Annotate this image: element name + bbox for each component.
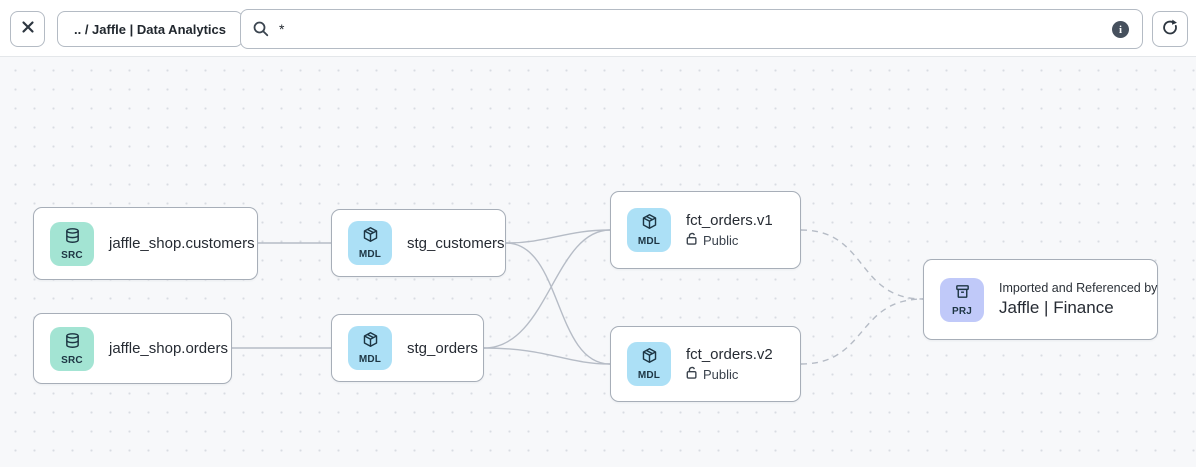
edge-stg_orders-fct_orders_v2 (483, 347, 611, 365)
lock-open-icon (686, 232, 698, 248)
project-badge: PRJ (940, 277, 984, 322)
model-badge: MDL (348, 326, 392, 370)
node-src-customers[interactable]: SRC jaffle_shop.customers (33, 207, 258, 280)
search-input[interactable] (279, 10, 1059, 48)
node-text: fct_orders.v2 Public (686, 346, 773, 382)
source-badge: SRC (50, 221, 94, 266)
database-icon (64, 227, 81, 249)
node-text: fct_orders.v1 Public (686, 212, 773, 248)
badge-label: MDL (637, 370, 661, 381)
edge-fct_orders_v2-project (800, 298, 924, 365)
search-box: i (240, 9, 1143, 49)
badge-label: SRC (61, 354, 83, 366)
archive-icon (954, 283, 971, 305)
close-icon (20, 19, 36, 40)
breadcrumb[interactable]: .. / Jaffle | Data Analytics (57, 11, 243, 47)
model-badge: MDL (348, 221, 392, 265)
node-fct-orders-v2[interactable]: MDL fct_orders.v2 Public (610, 326, 801, 402)
badge-label: PRJ (951, 305, 973, 317)
access-row: Public (686, 366, 773, 382)
badge-label: MDL (358, 354, 382, 365)
breadcrumb-label: .. / Jaffle | Data Analytics (74, 21, 226, 37)
node-label: fct_orders.v2 (686, 346, 773, 363)
node-label: Jaffle | Finance (999, 298, 1114, 317)
access-label: Public (703, 366, 739, 382)
package-icon (641, 347, 658, 369)
node-text: Imported and Referenced by Jaffle | Fina… (999, 281, 1157, 318)
lineage-canvas[interactable]: SRC jaffle_shop.customers SRC jaffle_sho… (0, 57, 1196, 467)
node-project-jaffle-finance[interactable]: PRJ Imported and Referenced by Jaffle | … (923, 259, 1158, 340)
node-stg-customers[interactable]: MDL stg_customers (331, 209, 506, 277)
package-icon (641, 213, 658, 235)
model-badge: MDL (627, 342, 671, 386)
edge-stg_customers-fct_orders_v2 (505, 242, 611, 365)
edge-stg_orders-fct_orders_v1 (483, 229, 611, 349)
package-icon (362, 331, 379, 353)
refresh-icon (1159, 16, 1181, 43)
badge-label: MDL (358, 249, 382, 260)
node-label: jaffle_shop.customers (109, 235, 255, 252)
badge-label: SRC (61, 249, 83, 261)
edge-layer (232, 229, 924, 365)
refresh-button[interactable] (1152, 11, 1188, 47)
node-fct-orders-v1[interactable]: MDL fct_orders.v1 Public (610, 191, 801, 269)
database-icon (64, 332, 81, 354)
access-label: Public (703, 232, 739, 248)
node-stg-orders[interactable]: MDL stg_orders (331, 314, 484, 382)
node-label: stg_customers (407, 234, 505, 252)
node-label: fct_orders.v1 (686, 212, 773, 229)
source-badge: SRC (50, 326, 94, 371)
package-icon (362, 226, 379, 248)
toolbar: .. / Jaffle | Data Analytics i (0, 0, 1196, 57)
edge-stg_customers-fct_orders_v1 (505, 229, 611, 244)
node-label: stg_orders (407, 339, 478, 357)
edge-fct_orders_v1-project (800, 229, 924, 300)
model-badge: MDL (627, 208, 671, 252)
search-icon (252, 20, 270, 43)
project-caption: Imported and Referenced by (999, 281, 1158, 295)
badge-label: MDL (637, 236, 661, 247)
lock-open-icon (686, 366, 698, 382)
close-button[interactable] (10, 11, 45, 47)
node-src-orders[interactable]: SRC jaffle_shop.orders (33, 313, 232, 384)
node-label: jaffle_shop.orders (109, 340, 228, 357)
access-row: Public (686, 232, 773, 248)
info-icon[interactable]: i (1112, 21, 1129, 38)
